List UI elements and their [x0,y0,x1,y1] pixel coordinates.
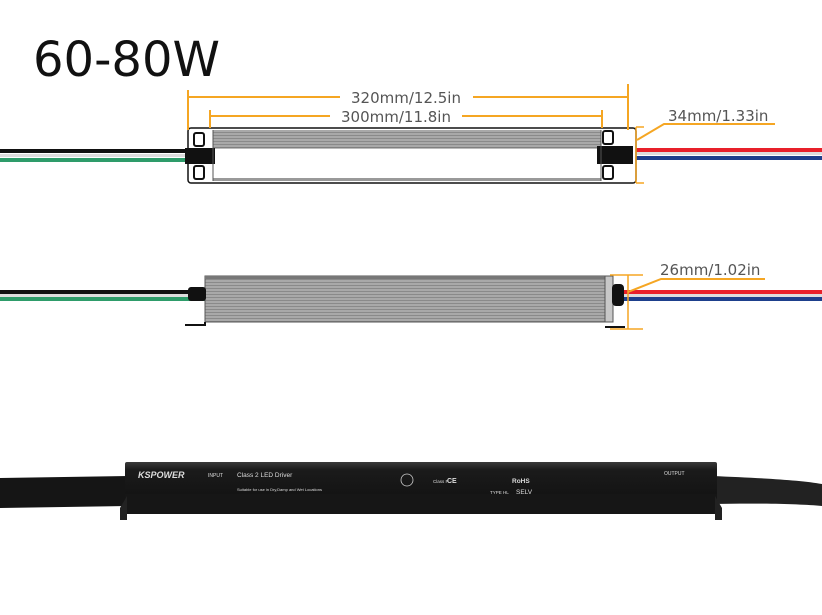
mounting-foot [715,496,722,520]
wire-green [0,158,190,162]
product-name: Class 2 LED Driver [237,472,293,479]
page-title: 60-80W [33,32,220,88]
right-cable-gland [597,146,633,164]
wire-blue [634,156,822,160]
wire-green [0,297,205,301]
total-length-label: 320mm/12.5in [351,89,461,107]
end-cap [604,275,614,323]
height-label: 26mm/1.02in [660,261,760,279]
body-length-label: 300mm/11.8in [341,108,451,126]
output-cable [712,476,822,506]
output-label: OUTPUT [664,471,685,477]
wire-white [634,152,822,155]
ul-mark-icon [400,473,414,487]
wire-white [620,294,822,297]
wire-white [0,154,190,157]
side-view [0,275,822,328]
mounting-hole [193,132,205,147]
mounting-hole [193,165,205,180]
right-cable-gland [612,284,624,306]
top-view [0,127,822,184]
right-wires [634,148,822,160]
width-label: 34mm/1.33in [668,107,768,125]
driver-product: KSPOWER INPUT Class 2 LED Driver Suitabl… [0,462,822,520]
selv-mark: SELV [516,489,533,496]
wire-white [0,294,205,297]
wire-red [634,148,822,152]
left-cable-gland [188,287,206,301]
wire-black [0,149,190,153]
input-cable [0,476,130,508]
mounting-hole [602,130,614,145]
brand-logo: KSPOWER [138,470,185,480]
mounting-hole [602,165,614,180]
heatsink-fins [213,130,601,148]
type-label: TYPE HL [490,490,509,495]
ce-mark: CE [447,478,457,485]
mounting-foot [120,496,127,520]
left-wires [0,149,190,162]
suitable-text: Suitable for use in Dry,Damp and Wet Loc… [237,487,322,492]
wire-red [620,290,822,294]
wire-blue [620,297,822,301]
left-cable-gland [185,148,215,164]
driver-body-side [204,275,606,323]
dimension-lines-side [610,274,765,330]
class-label: Class P [433,479,449,484]
wire-black [0,290,205,294]
dimension-lines-top [187,84,775,184]
input-label: INPUT [208,473,223,479]
rohs-mark: RoHS [512,478,530,485]
